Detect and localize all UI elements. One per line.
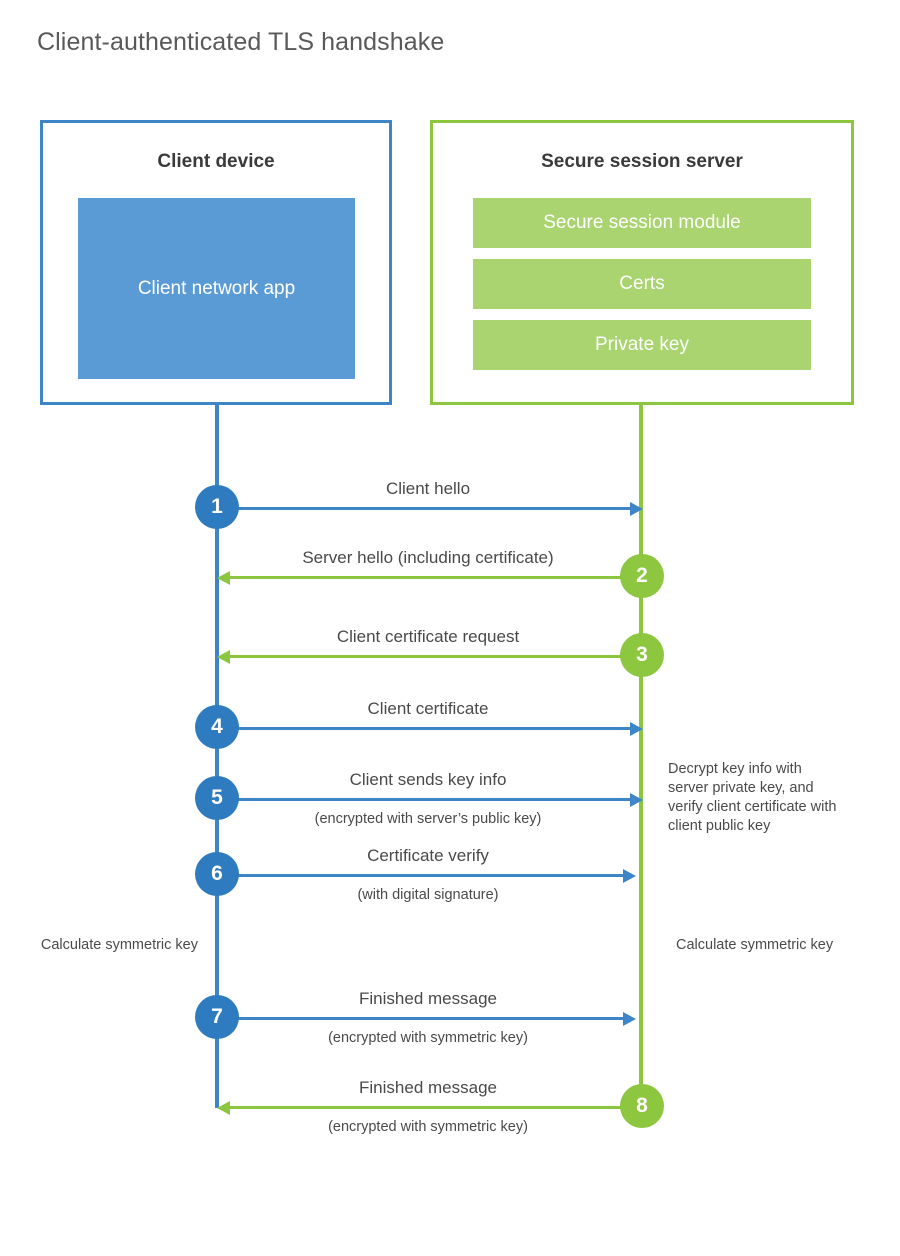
message-label-7: Finished message <box>359 989 497 1008</box>
server-component-stack: Secure session module Certs Private key <box>473 198 811 381</box>
step-circle-3: 3 <box>620 633 664 677</box>
step-circle-4: 4 <box>195 705 239 749</box>
message-label-8: Finished message <box>359 1078 497 1097</box>
server-row-secure-session-module: Secure session module <box>473 198 811 248</box>
step-circle-8: 8 <box>620 1084 664 1128</box>
arrow-left-icon <box>217 649 230 664</box>
arrow-right-icon <box>623 1011 636 1026</box>
message-line-2 <box>230 576 642 579</box>
message-line-1 <box>217 507 632 510</box>
secure-session-server-box: Secure session server Secure session mod… <box>430 120 854 405</box>
message-label-4: Client certificate <box>367 699 489 718</box>
message-line-6 <box>217 874 625 877</box>
message-line-7 <box>217 1017 625 1020</box>
client-lifeline <box>215 403 219 1108</box>
server-lifeline <box>639 403 643 1108</box>
arrow-right-icon <box>630 721 643 736</box>
step-circle-1: 1 <box>195 485 239 529</box>
message-sublabel-5: (encrypted with server’s public key) <box>314 811 542 827</box>
client-network-app-block: Client network app <box>78 198 355 379</box>
client-device-title: Client device <box>157 151 275 172</box>
arrow-right-icon <box>623 868 636 883</box>
note-calculate-symmetric-key-server: Calculate symmetric key <box>676 937 834 953</box>
step-circle-2: 2 <box>620 554 664 598</box>
message-label-3: Client certificate request <box>336 627 520 646</box>
message-label-5: Client sends key info <box>349 770 507 789</box>
client-device-box: Client device Client network app <box>40 120 392 405</box>
note-decrypt-key-info: Decrypt key info with server private key… <box>668 761 837 835</box>
arrow-right-icon <box>630 501 643 516</box>
message-line-3 <box>230 655 642 658</box>
message-sublabel-8: (encrypted with symmetric key) <box>328 1119 528 1135</box>
arrow-left-icon <box>217 570 230 585</box>
message-line-4 <box>217 727 632 730</box>
message-label-2: Server hello (including certificate) <box>302 548 554 567</box>
arrow-right-icon <box>630 792 643 807</box>
step-circle-5: 5 <box>195 776 239 820</box>
step-circle-7: 7 <box>195 995 239 1039</box>
page-title: Client-authenticated TLS handshake <box>37 28 445 56</box>
arrow-left-icon <box>217 1100 230 1115</box>
message-label-1: Client hello <box>385 479 471 498</box>
note-calculate-symmetric-key-client: Calculate symmetric key <box>40 937 198 953</box>
message-sublabel-6: (with digital signature) <box>357 887 499 903</box>
message-line-8 <box>230 1106 642 1109</box>
message-line-5 <box>217 798 632 801</box>
secure-session-server-title: Secure session server <box>541 151 743 172</box>
server-row-private-key: Private key <box>473 320 811 370</box>
step-circle-6: 6 <box>195 852 239 896</box>
server-row-certs: Certs <box>473 259 811 309</box>
message-sublabel-7: (encrypted with symmetric key) <box>328 1030 528 1046</box>
message-label-6: Certificate verify <box>367 846 489 865</box>
